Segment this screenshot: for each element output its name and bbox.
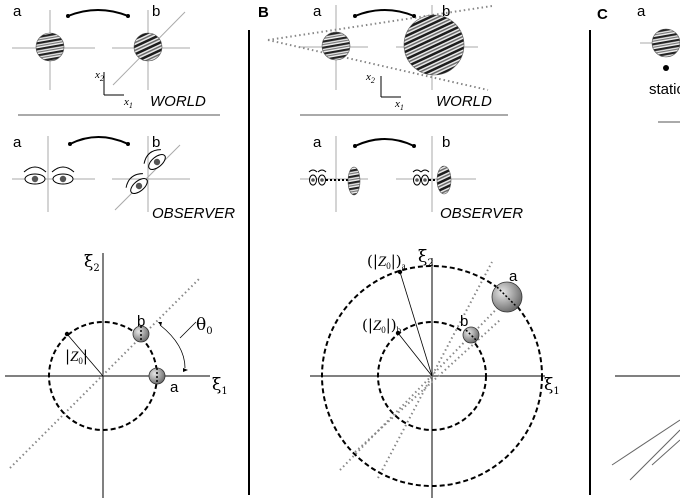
world-caption: WORLD — [436, 93, 492, 110]
world-label-a: a — [313, 3, 322, 20]
rotation-arc — [159, 324, 186, 369]
x2-axis-label: x2 — [365, 71, 375, 85]
eye-icon — [143, 149, 166, 170]
stimulus-b-grating — [403, 14, 465, 76]
dotted-diagonal — [354, 319, 501, 453]
zb-label: (|Z0|)b — [362, 316, 402, 335]
eye-icon — [317, 169, 327, 186]
world-label-b: b — [152, 3, 160, 20]
observer-label-b: b — [442, 134, 450, 151]
observer-caption: OBSERVER — [152, 205, 235, 222]
point-b-label: b — [460, 313, 468, 330]
world-label-b: b — [442, 3, 450, 20]
observer-label-a: a — [13, 134, 22, 151]
xi1-label: ξ1 — [544, 375, 560, 397]
panel-c-label: C — [597, 6, 608, 23]
z0-label: |Z0| — [65, 347, 88, 366]
panel-a-observer: a b OBSERV — [12, 134, 235, 222]
stimulus-a-grating — [35, 32, 65, 62]
eye-icon — [308, 169, 318, 186]
grating-edge-on — [436, 165, 452, 195]
point-a-label: a — [509, 268, 518, 285]
world-caption: WORLD — [150, 93, 206, 110]
panel-b-observer: a b — [300, 134, 523, 222]
stimulus-a-grating — [321, 31, 351, 61]
xi2-label: ξ2 — [84, 252, 100, 274]
dashed-circle-outer — [321, 265, 543, 487]
grating-edge-on — [347, 166, 361, 196]
x2-axis-label: x2 — [94, 69, 104, 83]
theta-label: θ0 — [196, 315, 213, 337]
panel-c-stim-a: a — [637, 3, 646, 20]
perspective-line — [267, 39, 489, 91]
xi2-label: ξ2 — [418, 247, 434, 269]
x1-axis-label: x1 — [394, 98, 404, 112]
eye-icon — [420, 169, 430, 186]
panel-a-world: a b x2 x1 WORLD — [12, 3, 220, 116]
panel-a: a b x2 x1 WORLD a b — [5, 3, 235, 498]
observer-caption: OBSERVER — [440, 205, 523, 222]
point-b-label: b — [137, 313, 145, 330]
point-a — [491, 281, 523, 313]
dotted-diagonal — [377, 261, 493, 479]
transition-arc — [67, 9, 129, 17]
radius-line — [66, 333, 104, 377]
observer-label-a: a — [313, 134, 322, 151]
world-label-a: a — [13, 3, 22, 20]
panel-b-world: a b x2 x1 WORLD — [267, 3, 508, 116]
dotted-diagonal — [9, 277, 201, 469]
radius-line — [397, 332, 433, 377]
perspective-line — [267, 5, 493, 41]
panel-c-static-text: static — [649, 81, 680, 98]
radius-line — [399, 271, 433, 377]
stimulus-b-grating — [133, 32, 163, 62]
xi1-label: ξ1 — [212, 375, 228, 397]
point-a-label: a — [170, 379, 179, 396]
eye-icon — [51, 166, 75, 185]
x1-axis-label: x1 — [123, 96, 133, 110]
eye-icon — [412, 169, 422, 186]
za-label: (|Z0|)a — [367, 252, 406, 271]
panel-b-label: B — [258, 4, 269, 21]
panel-b: B a b x2 x1 WORLD — [258, 3, 560, 498]
observer-label-b: b — [152, 134, 160, 151]
panel-a-plot: θ0 ξ2 ξ1 b a |Z0| — [5, 252, 228, 498]
eye-icon — [23, 166, 47, 185]
panel-c: C a static — [597, 3, 680, 481]
dashed-circle-inner — [377, 321, 487, 431]
stimulus-a-grating — [651, 28, 680, 58]
eye-icon — [125, 173, 148, 194]
panel-b-plot: ξ2 ξ1 a b (|Z0|)a (|Z0|)b — [310, 247, 560, 498]
